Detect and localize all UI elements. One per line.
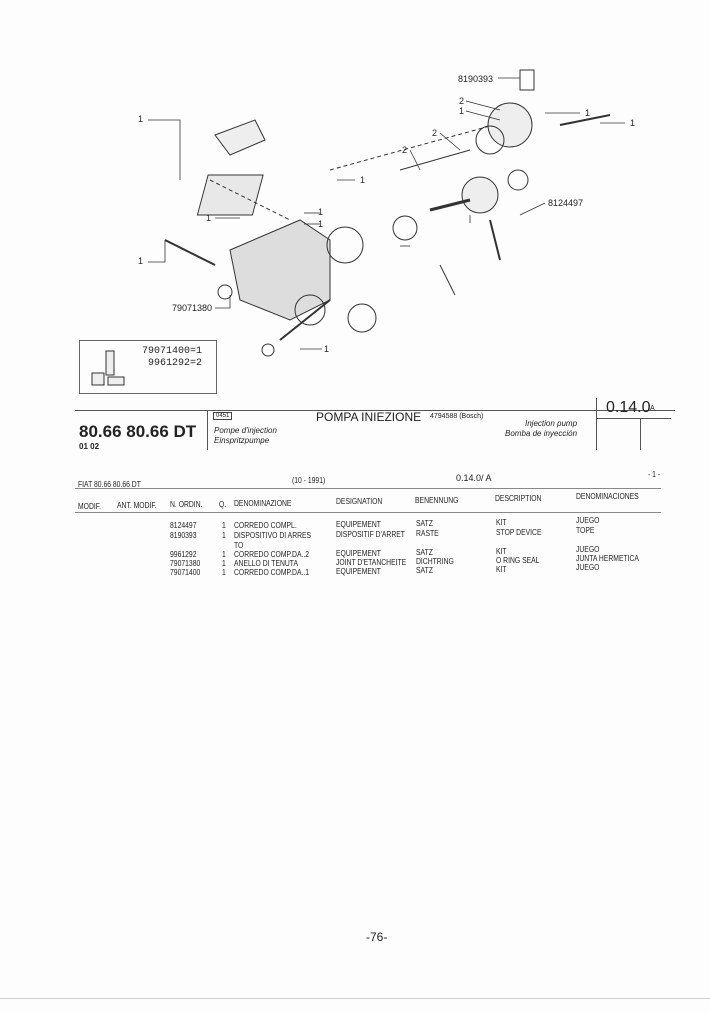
title-de: Einspritzpumpe <box>214 436 270 445</box>
cell-n: 8190393 <box>170 531 197 540</box>
title-es: Bomba de inyección <box>505 429 578 438</box>
callout-label: 2 <box>459 96 465 106</box>
cell-it: CORREDO COMP.DA..2 <box>234 550 310 559</box>
cell-fr: DISPOSITIF D'ARRET <box>336 530 405 540</box>
col-header: ANT. MODIF. <box>117 501 157 510</box>
col-header: DESIGNATION <box>336 497 383 506</box>
cell-en: O RING SEAL <box>496 555 540 565</box>
cell-de: DICHTRING <box>416 557 454 567</box>
sub-code: 0.14.0/ A <box>456 473 492 483</box>
cell-q: 1 <box>222 550 226 559</box>
table-code: 0.14.0 <box>606 399 651 416</box>
cell-fr: EQUIPEMENT <box>336 520 381 530</box>
cell-en: KIT <box>496 546 507 556</box>
date: (10 - 1991) <box>292 476 326 485</box>
col-header: BENENNUNG <box>415 496 459 505</box>
cell-es: TOPE <box>576 526 595 536</box>
callout-label: 2 <box>432 128 438 138</box>
col-header: DENOMINAZIONE <box>234 499 292 508</box>
col-header: DESCRIPTION <box>495 494 542 503</box>
col-header: DENOMINACIONES <box>576 492 639 501</box>
callout-label: 1 <box>318 207 324 217</box>
cell-fr: EQUIPEMENT <box>336 549 381 559</box>
cell-es: JUEGO <box>576 516 600 526</box>
cell-n: 79071380 <box>170 559 201 568</box>
cell-it: ANELLO DI TENUTA <box>234 559 298 568</box>
model-line: FIAT 80.66 80.66 DT <box>78 480 141 489</box>
cell-es: JUNTA HERMETICA <box>576 554 639 564</box>
cell-en: KIT <box>496 517 507 527</box>
cell-n: 9961292 <box>170 550 197 559</box>
cell-it: CORREDO COMP.DA..1 <box>234 568 310 577</box>
col-header: N. ORDIN. <box>170 500 203 509</box>
callout-label: 79071380 <box>172 303 213 313</box>
callout-label: 1 <box>138 256 144 266</box>
cell-it: CORREDO COMPL. <box>234 521 297 530</box>
cell-es: JUEGO <box>576 545 600 555</box>
cell-fr: EQUIPEMENT <box>336 567 381 577</box>
seal-kit-icon <box>91 350 125 386</box>
group-code-box: 0451 <box>213 412 233 420</box>
cell-de: RASTE <box>416 529 439 539</box>
col-header: Q. <box>219 500 227 509</box>
inset-line: 9961292=2 <box>148 358 203 369</box>
cell-de: SATZ <box>416 548 433 558</box>
callout-label: 1 <box>206 213 212 223</box>
cell-it: TO <box>234 541 244 550</box>
page-marker: - 1 - <box>648 470 661 479</box>
table-suffix: /A <box>648 405 655 412</box>
cell-q: 1 <box>222 531 226 540</box>
title-it: POMPA INIEZIONE <box>316 410 422 424</box>
col-header: MODIF. <box>78 502 102 511</box>
cell-it: DISPOSITIVO DI ARRES <box>234 531 312 540</box>
callout-label: 1 <box>138 114 144 124</box>
title-ref: 4794588 (Bosch) <box>430 413 484 420</box>
cell-q: 1 <box>222 568 226 577</box>
callout-label: 8124497 <box>548 198 584 208</box>
cell-en: STOP DEVICE <box>496 527 542 537</box>
cell-n: 8124497 <box>170 521 197 530</box>
callout-label: 2 <box>402 145 408 155</box>
callout-label: 1 <box>459 106 465 116</box>
exploded-pump-diagram <box>148 69 625 357</box>
inset-line: 79071400=1 <box>142 346 203 357</box>
cell-n: 79071400 <box>170 568 201 577</box>
model-code: 01 02 <box>79 442 100 451</box>
cell-en: KIT <box>496 564 507 574</box>
callout-label: 1 <box>318 219 324 229</box>
cell-es: JUEGO <box>576 563 600 573</box>
cell-q: 1 <box>222 559 226 568</box>
page-number: -76- <box>366 930 388 944</box>
model-name: 80.66 80.66 DT <box>79 422 197 441</box>
callout-label: 1 <box>324 344 330 354</box>
kit-inset-box: 79071400=1 9961292=2 <box>79 340 217 394</box>
callout-label: 8190393 <box>458 74 494 84</box>
callout-label: 1 <box>630 118 636 128</box>
title-fr: Pompe d'injection <box>214 426 277 435</box>
callout-label: 1 <box>360 175 366 185</box>
cell-fr: JOINT D'ETANCHEITE <box>336 558 407 568</box>
cell-q: 1 <box>222 521 226 530</box>
callout-label: 1 <box>585 108 591 118</box>
cell-de: SATZ <box>416 566 433 576</box>
cell-de: SATZ <box>416 519 433 529</box>
title-en: Injection pump <box>525 419 578 428</box>
